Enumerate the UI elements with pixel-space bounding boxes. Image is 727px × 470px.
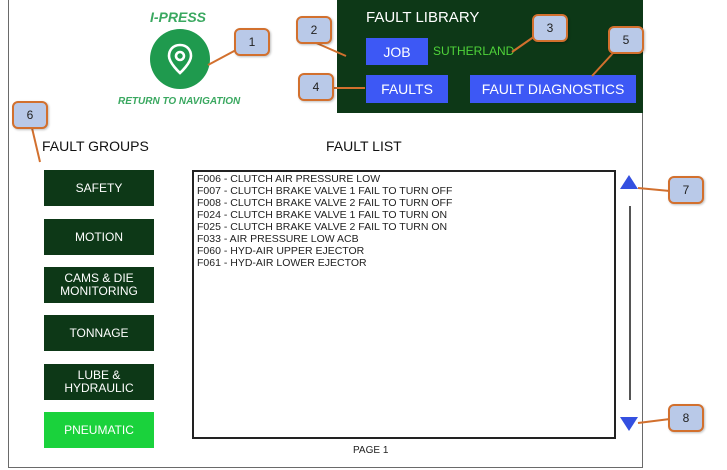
- fault-list: F006 - CLUTCH AIR PRESSURE LOW F007 - CL…: [192, 170, 616, 439]
- faults-button[interactable]: FAULTS: [366, 75, 448, 103]
- group-tonnage-button[interactable]: TONNAGE: [44, 315, 154, 351]
- fault-list-item[interactable]: F006 - CLUTCH AIR PRESSURE LOW: [197, 173, 381, 185]
- callout-marker-3: 3: [532, 14, 568, 42]
- group-label-line2: MONITORING: [60, 284, 138, 298]
- group-safety-button[interactable]: SAFETY: [44, 170, 154, 206]
- return-to-navigation-button[interactable]: [150, 29, 210, 89]
- group-motion-button[interactable]: MOTION: [44, 219, 154, 255]
- location-pin-icon: [167, 43, 193, 75]
- fault-list-item[interactable]: F007 - CLUTCH BRAKE VALVE 1 FAIL TO TURN…: [197, 185, 453, 197]
- group-label: MOTION: [75, 229, 123, 244]
- return-to-navigation-label: RETURN TO NAVIGATION: [118, 96, 241, 107]
- scroll-down-button[interactable]: [619, 416, 639, 432]
- job-button[interactable]: JOB: [366, 38, 428, 65]
- scroll-track[interactable]: [629, 206, 631, 400]
- fault-list-item[interactable]: F008 - CLUTCH BRAKE VALVE 2 FAIL TO TURN…: [197, 197, 453, 209]
- triangle-up-icon: [620, 175, 638, 189]
- group-cams-die-monitoring-button[interactable]: CAMS & DIE MONITORING: [44, 267, 154, 303]
- group-label: PNEUMATIC: [64, 422, 134, 437]
- group-label-line1: LUBE &: [77, 368, 121, 382]
- page-indicator: PAGE 1: [353, 445, 389, 456]
- callout-marker-5: 5: [608, 26, 644, 54]
- callout-marker-7: 7: [668, 176, 704, 204]
- fault-list-item[interactable]: F060 - HYD-AIR UPPER EJECTOR: [197, 245, 365, 257]
- group-label-line2: HYDRAULIC: [64, 381, 134, 395]
- fault-list-title: FAULT LIST: [326, 138, 402, 154]
- fault-list-item[interactable]: F024 - CLUTCH BRAKE VALVE 1 FAIL TO TURN…: [197, 209, 448, 221]
- callout-marker-4: 4: [298, 73, 334, 101]
- group-label: TONNAGE: [69, 325, 129, 340]
- triangle-down-icon: [620, 417, 638, 431]
- group-pneumatic-button[interactable]: PNEUMATIC: [44, 412, 154, 448]
- fault-list-item[interactable]: F025 - CLUTCH BRAKE VALVE 2 FAIL TO TURN…: [197, 221, 448, 233]
- callout-marker-8: 8: [668, 404, 704, 432]
- callout-marker-1: 1: [234, 28, 270, 56]
- group-label: SAFETY: [75, 180, 123, 195]
- fault-list-item[interactable]: F033 - AIR PRESSURE LOW ACB: [197, 233, 359, 245]
- job-name: SUTHERLAND: [433, 44, 515, 58]
- fault-library-title: FAULT LIBRARY: [366, 9, 480, 26]
- group-lube-hydraulic-button[interactable]: LUBE & HYDRAULIC: [44, 364, 154, 400]
- scroll-up-button[interactable]: [619, 174, 639, 190]
- callout-marker-6: 6: [12, 101, 48, 129]
- fault-diagnostics-button[interactable]: FAULT DIAGNOSTICS: [470, 75, 636, 103]
- brand-title: I-PRESS: [150, 9, 207, 25]
- fault-list-item[interactable]: F061 - HYD-AIR LOWER EJECTOR: [197, 257, 367, 269]
- callout-marker-2: 2: [296, 16, 332, 44]
- fault-groups-title: FAULT GROUPS: [42, 138, 149, 154]
- group-label-line1: CAMS & DIE: [64, 271, 134, 285]
